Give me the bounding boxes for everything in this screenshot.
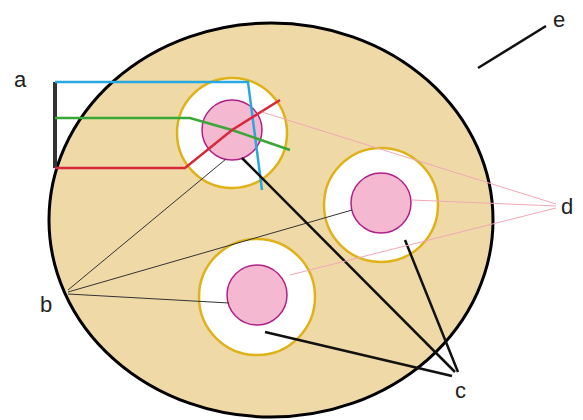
part-letter: a — [14, 69, 26, 91]
part-letter: e — [553, 9, 565, 31]
leader-line — [242, 158, 458, 376]
layer-line — [55, 100, 280, 168]
outer-section — [49, 23, 493, 417]
leader-line — [68, 159, 352, 303]
leader-line — [262, 112, 556, 275]
bracket — [53, 82, 57, 168]
layer-line — [55, 82, 262, 190]
part-letter: d — [561, 196, 573, 218]
layer-line — [55, 118, 290, 150]
canal — [177, 78, 287, 188]
part-letter: c — [455, 380, 466, 402]
canal — [324, 148, 438, 262]
canal — [199, 239, 315, 355]
leader-line — [478, 26, 546, 68]
part-letter: b — [40, 294, 52, 316]
